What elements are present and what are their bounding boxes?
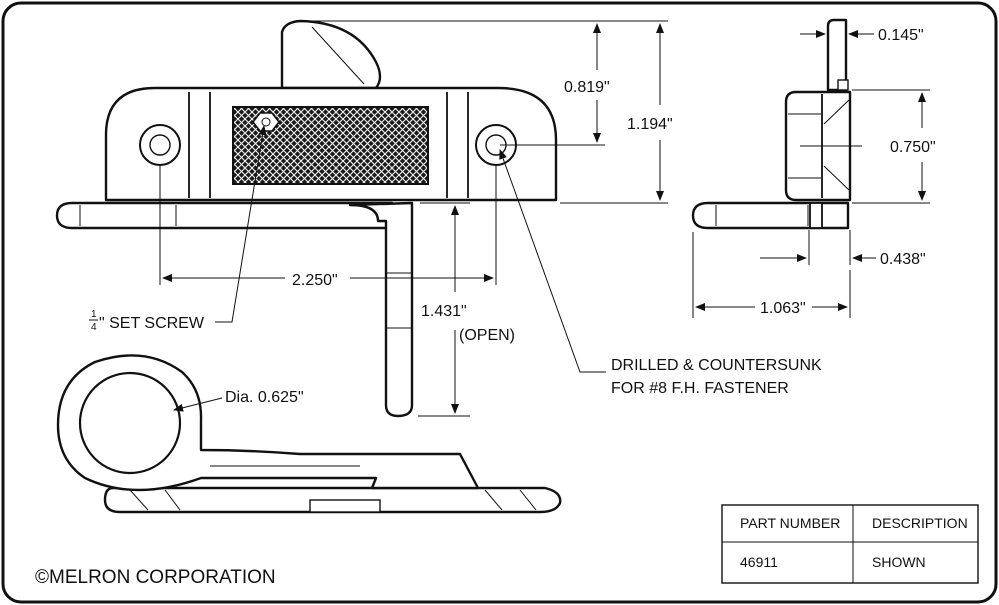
table-cell-description: SHOWN: [872, 554, 926, 570]
set-screw-fraction-denominator: 4: [91, 322, 97, 333]
side-dimensions: [692, 30, 930, 318]
dim-1063: 1.063": [760, 300, 806, 317]
dim-0145: 0.145": [878, 27, 924, 44]
ring-hole: [78, 371, 182, 475]
table-cell-part-number: 46911: [740, 554, 778, 570]
dim-1194: 1.194": [627, 116, 673, 133]
dim-0819: 0.819": [564, 79, 610, 96]
table-header-part-number: PART NUMBER: [740, 515, 840, 531]
dim-0750: 0.750": [890, 139, 936, 156]
set-screw-fraction-numerator: 1: [91, 309, 97, 320]
drilled-label-line2: FOR #8 F.H. FASTENER: [611, 380, 789, 397]
side-thin-plate: [826, 18, 848, 92]
dim-2250: 2.250": [292, 272, 338, 289]
set-screw-label: " SET SCREW: [99, 315, 205, 332]
dim-0438: 0.438": [880, 251, 926, 268]
drilled-label-line1: DRILLED & COUNTERSUNK: [611, 357, 822, 374]
copyright-text: ©MELRON CORPORATION: [35, 567, 276, 588]
table-header-description: DESCRIPTION: [872, 515, 968, 531]
front-bottom-bar: [55, 201, 394, 230]
dim-open: (OPEN): [459, 327, 515, 344]
dim-diameter: Dia. 0.625": [225, 389, 304, 406]
front-top-tab: [280, 19, 382, 90]
front-dimensions: [159, 20, 668, 417]
side-view: [691, 18, 852, 230]
front-view: [55, 19, 558, 418]
top-view: [56, 354, 562, 514]
dim-1431: 1.431": [421, 303, 467, 320]
front-lever-arm: [348, 201, 414, 418]
set-screw-hex: [251, 112, 281, 132]
part-table: PART NUMBER DESCRIPTION 46911 SHOWN: [721, 504, 979, 584]
